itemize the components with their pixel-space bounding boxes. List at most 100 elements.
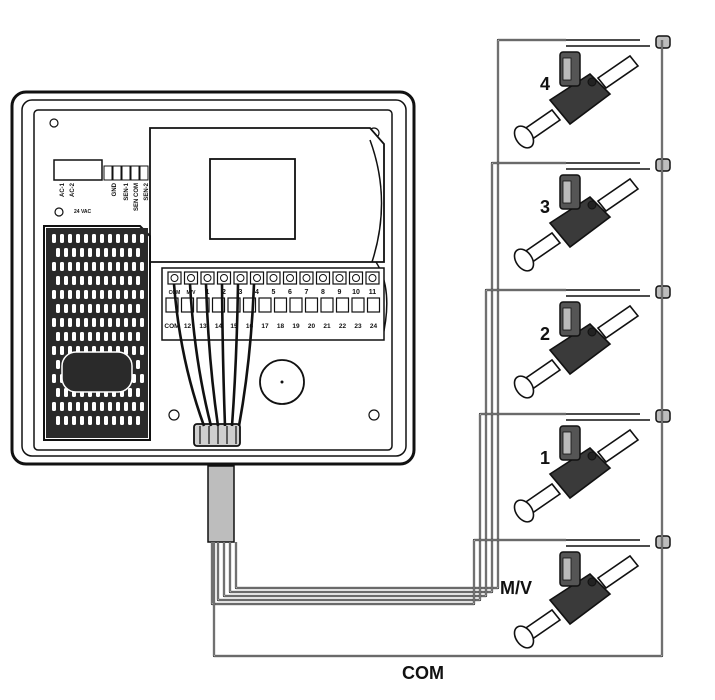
terminal-screw-icon xyxy=(304,297,319,313)
vent-slot xyxy=(64,416,68,425)
vent-slot xyxy=(124,402,128,411)
pipe-end xyxy=(513,248,535,272)
terminal-screw-icon xyxy=(258,297,272,313)
terminal-screw-icon xyxy=(289,297,303,313)
vent-slot xyxy=(56,248,60,257)
vent-slot xyxy=(128,248,132,257)
terminal-label: 3 xyxy=(239,289,243,296)
vent-slot xyxy=(108,318,112,327)
vent-slot xyxy=(112,416,116,425)
vent-slot xyxy=(60,346,64,355)
terminal-wires xyxy=(172,283,256,427)
solenoid-highlight xyxy=(562,57,572,81)
power-terminal-block xyxy=(53,159,103,181)
vent-slot xyxy=(124,234,128,243)
vent-slot xyxy=(84,318,88,327)
vent-slot xyxy=(120,304,124,313)
terminal-label: 8 xyxy=(321,289,325,296)
vent-slot xyxy=(52,346,56,355)
vent-slot xyxy=(72,248,76,257)
vent-slot xyxy=(84,234,88,243)
vent-slot xyxy=(96,416,100,425)
vent-slot xyxy=(72,276,76,285)
terminal-screw-icon xyxy=(121,165,131,181)
power-terminal-label: SEN-2 xyxy=(144,182,150,200)
power-terminal-label: SEN COM xyxy=(134,183,140,211)
terminal-screw-icon xyxy=(139,165,149,181)
vent-slot xyxy=(104,332,108,341)
valve: M/V xyxy=(500,551,640,649)
terminal-screw-icon xyxy=(332,271,347,285)
vent-slot xyxy=(100,402,104,411)
vent-slot xyxy=(128,304,132,313)
zone-wire-highlight xyxy=(217,413,566,601)
pipe-outlet xyxy=(596,54,640,90)
screw-head-icon xyxy=(187,274,195,282)
vent-slot xyxy=(140,318,144,327)
terminal-screw-icon xyxy=(315,271,331,285)
power-terminal-label: SEN-1 xyxy=(124,182,130,200)
terminal-wire xyxy=(204,283,220,427)
vent-slot xyxy=(56,360,60,369)
screw-head-icon xyxy=(269,274,278,282)
pipe-end xyxy=(513,125,535,149)
vent-slot xyxy=(140,346,144,355)
vent-slot xyxy=(56,276,60,285)
vent-slot xyxy=(80,416,84,425)
terminal-label: COM xyxy=(164,323,179,330)
terminal-label: 11 xyxy=(369,289,377,296)
terminal-label: 5 xyxy=(272,289,276,296)
terminal-wire xyxy=(220,283,227,427)
vent-slot xyxy=(60,262,64,271)
vent-slot xyxy=(76,290,80,299)
terminal-screw-icon xyxy=(130,165,140,181)
vent-slot xyxy=(76,402,80,411)
vent-slot xyxy=(68,234,72,243)
terminal-screw-icon xyxy=(282,271,298,285)
vent-slot xyxy=(76,234,80,243)
vent-slot xyxy=(136,276,140,285)
cable-grommet xyxy=(193,423,241,447)
pipe-end xyxy=(513,375,535,399)
vent-slot xyxy=(64,276,68,285)
vent-slot xyxy=(76,262,80,271)
terminal-screw-icon xyxy=(335,297,350,313)
terminal-label: 15 xyxy=(230,323,238,330)
screw-head-icon xyxy=(236,274,245,282)
ground-screw-icon xyxy=(54,207,64,217)
vent-slot xyxy=(52,374,56,383)
terminal-label: 20 xyxy=(308,323,316,330)
vent-slot xyxy=(128,388,132,397)
vent-slot xyxy=(112,304,116,313)
bleed-screw-icon xyxy=(587,200,597,210)
vent-slot xyxy=(124,290,128,299)
solenoid-highlight xyxy=(562,180,572,204)
terminal-screw-icon xyxy=(103,165,113,181)
terminal-label: 10 xyxy=(352,289,360,296)
vent-slot xyxy=(140,402,144,411)
terminal-screw-icon xyxy=(183,271,199,285)
vent-slot xyxy=(64,332,68,341)
terminal-screw-icon xyxy=(249,271,265,285)
vent-slot xyxy=(92,290,96,299)
knockout-center-icon xyxy=(280,380,284,384)
vent-slot xyxy=(52,290,56,299)
terminal-wire xyxy=(230,283,240,427)
vent-slot xyxy=(76,318,80,327)
pipe-outlet xyxy=(596,554,640,590)
vent-slot xyxy=(132,374,136,383)
vent-slot xyxy=(68,290,72,299)
screw-head-icon xyxy=(335,274,344,282)
vent-slot xyxy=(132,234,136,243)
vent-slot xyxy=(116,234,120,243)
vent-oval xyxy=(61,351,133,393)
vent-slot xyxy=(64,388,68,397)
valve-label: M/V xyxy=(500,578,532,598)
screw-head-icon xyxy=(368,274,377,282)
valve: 2 xyxy=(513,301,640,399)
vent-slot xyxy=(96,332,100,341)
vent-slot xyxy=(56,416,60,425)
vent-slot xyxy=(84,402,88,411)
terminal-label: 16 xyxy=(246,323,254,330)
